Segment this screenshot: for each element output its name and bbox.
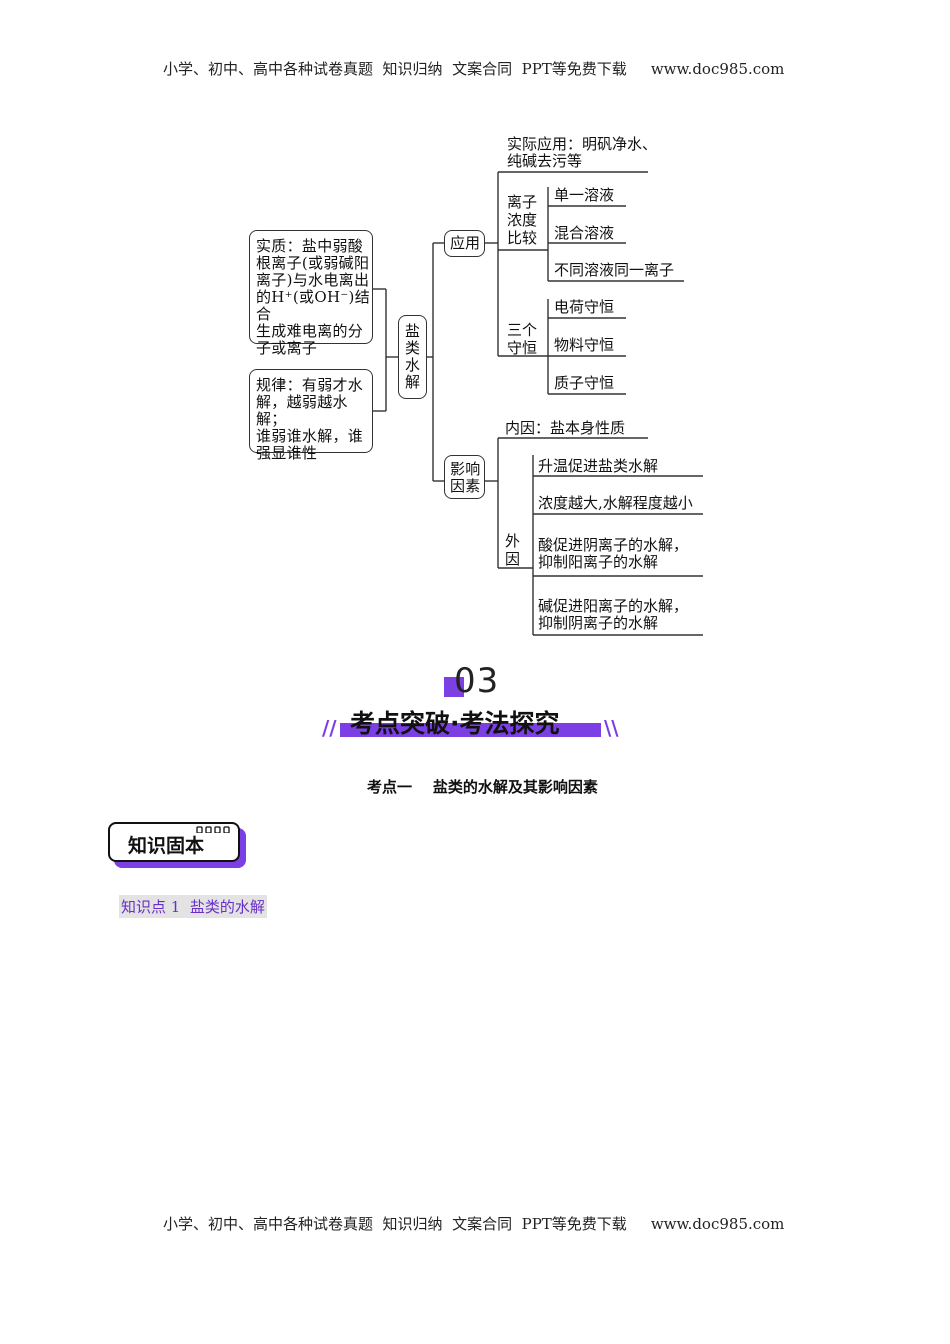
practical-line-2: 纯碱去污等 — [507, 152, 583, 170]
banner-left-slash: // — [322, 716, 337, 740]
ion-item-same-ion: 不同溶液同一离子 — [554, 261, 675, 279]
footer-url[interactable]: www.doc985.com — [650, 1215, 785, 1233]
center-char-3: 水 — [404, 356, 420, 374]
ext-item-base-line-2: 抑制阴离子的水解 — [538, 614, 659, 632]
number-accent-block — [444, 677, 464, 697]
ion-compare-line-2: 浓度 — [507, 211, 538, 229]
essence-line-4: 的H⁺(或OH⁻)结合 — [256, 288, 370, 323]
factors-box: 影响 因素 — [444, 455, 485, 499]
essence-line-6: 子或离子 — [256, 339, 318, 357]
section-number: 03 — [454, 661, 500, 701]
center-char-1: 盐 — [404, 322, 420, 340]
factors-line-2: 因素 — [450, 477, 481, 495]
center-char-2: 类 — [404, 339, 420, 357]
cons-item-proton: 质子守恒 — [554, 374, 615, 392]
essence-line-5: 生成难电离的分 — [256, 322, 364, 340]
center-topic-box: 盐 类 水 解 — [398, 315, 427, 399]
external-label: 外 因 — [505, 532, 520, 568]
essence-line-3: 离子)与水电离出 — [256, 271, 370, 289]
tag-label: 知识固本 — [128, 835, 205, 857]
header-text: 小学、初中、高中各种试卷真题 知识归纳 文案合同 PPT等免费下载 — [163, 60, 627, 78]
header-url[interactable]: www.doc985.com — [650, 60, 785, 78]
ion-compare-line-3: 比较 — [507, 229, 538, 247]
ext-item-base-line-1: 碱促进阳离子的水解， — [538, 597, 689, 615]
application-label: 应用 — [450, 234, 481, 252]
rule-line-1: 规律：有弱才水 — [256, 376, 364, 394]
ext-item-temperature: 升温促进盐类水解 — [538, 457, 659, 475]
practical-line-1: 实际应用：明矾净水、 — [507, 135, 658, 153]
ext-item-acid-line-2: 抑制阳离子的水解 — [538, 553, 659, 571]
ion-item-single: 单一溶液 — [554, 186, 615, 204]
center-char-4: 解 — [404, 373, 420, 391]
banner-underline — [340, 723, 601, 737]
essence-line-2: 根离子(或弱碱阳 — [256, 254, 370, 272]
external-line-1: 外 — [505, 532, 521, 550]
page-footer: 小学、初中、高中各种试卷真题 知识归纳 文案合同 PPT等免费下载 www.doc… — [163, 1213, 784, 1234]
rule-line-4: 强显谁性 — [256, 444, 318, 462]
essence-line-1: 实质：盐中弱酸 — [256, 237, 364, 255]
cons-item-material: 物料守恒 — [554, 336, 615, 354]
application-box: 应用 — [444, 230, 485, 257]
ext-item-acid-line-1: 酸促进阴离子的水解， — [538, 536, 689, 554]
mindmap-connectors — [372, 171, 703, 636]
cons-item-charge: 电荷守恒 — [554, 298, 615, 316]
ion-compare-label: 离子 浓度 比较 — [507, 193, 537, 247]
knowledge-point-heading: 知识点 1 盐类的水解 — [119, 895, 267, 918]
ext-item-concentration: 浓度越大,水解程度越小 — [538, 494, 693, 512]
ion-item-mixed: 混合溶液 — [554, 224, 615, 242]
rule-line-2: 解，越弱越水解； — [256, 393, 348, 428]
ion-compare-line-1: 离子 — [507, 193, 538, 211]
three-cons-line-1: 三个 — [507, 321, 538, 339]
tag-rings — [196, 818, 234, 834]
essence-box: 实质：盐中弱酸 根离子(或弱碱阳 离子)与水电离出 的H⁺(或OH⁻)结合 生成… — [249, 230, 373, 357]
three-cons-line-2: 守恒 — [507, 339, 538, 357]
footer-text: 小学、初中、高中各种试卷真题 知识归纳 文案合同 PPT等免费下载 — [163, 1215, 627, 1233]
page-header: 小学、初中、高中各种试卷真题 知识归纳 文案合同 PPT等免费下载 www.doc… — [163, 58, 784, 79]
section-title: 考点突破·考法探究 — [350, 709, 560, 738]
factors-line-1: 影响 — [450, 460, 481, 478]
internal-factor: 内因：盐本身性质 — [505, 419, 626, 437]
three-conservations-label: 三个 守恒 — [507, 321, 537, 357]
external-line-2: 因 — [505, 550, 521, 568]
rule-line-3: 谁弱谁水解，谁 — [256, 427, 364, 445]
rule-box: 规律：有弱才水 解，越弱越水解； 谁弱谁水解，谁 强显谁性 — [249, 369, 373, 462]
banner-right-slash: \\ — [604, 716, 619, 740]
kaodian-heading: 考点一 盐类的水解及其影响因素 — [367, 778, 598, 796]
